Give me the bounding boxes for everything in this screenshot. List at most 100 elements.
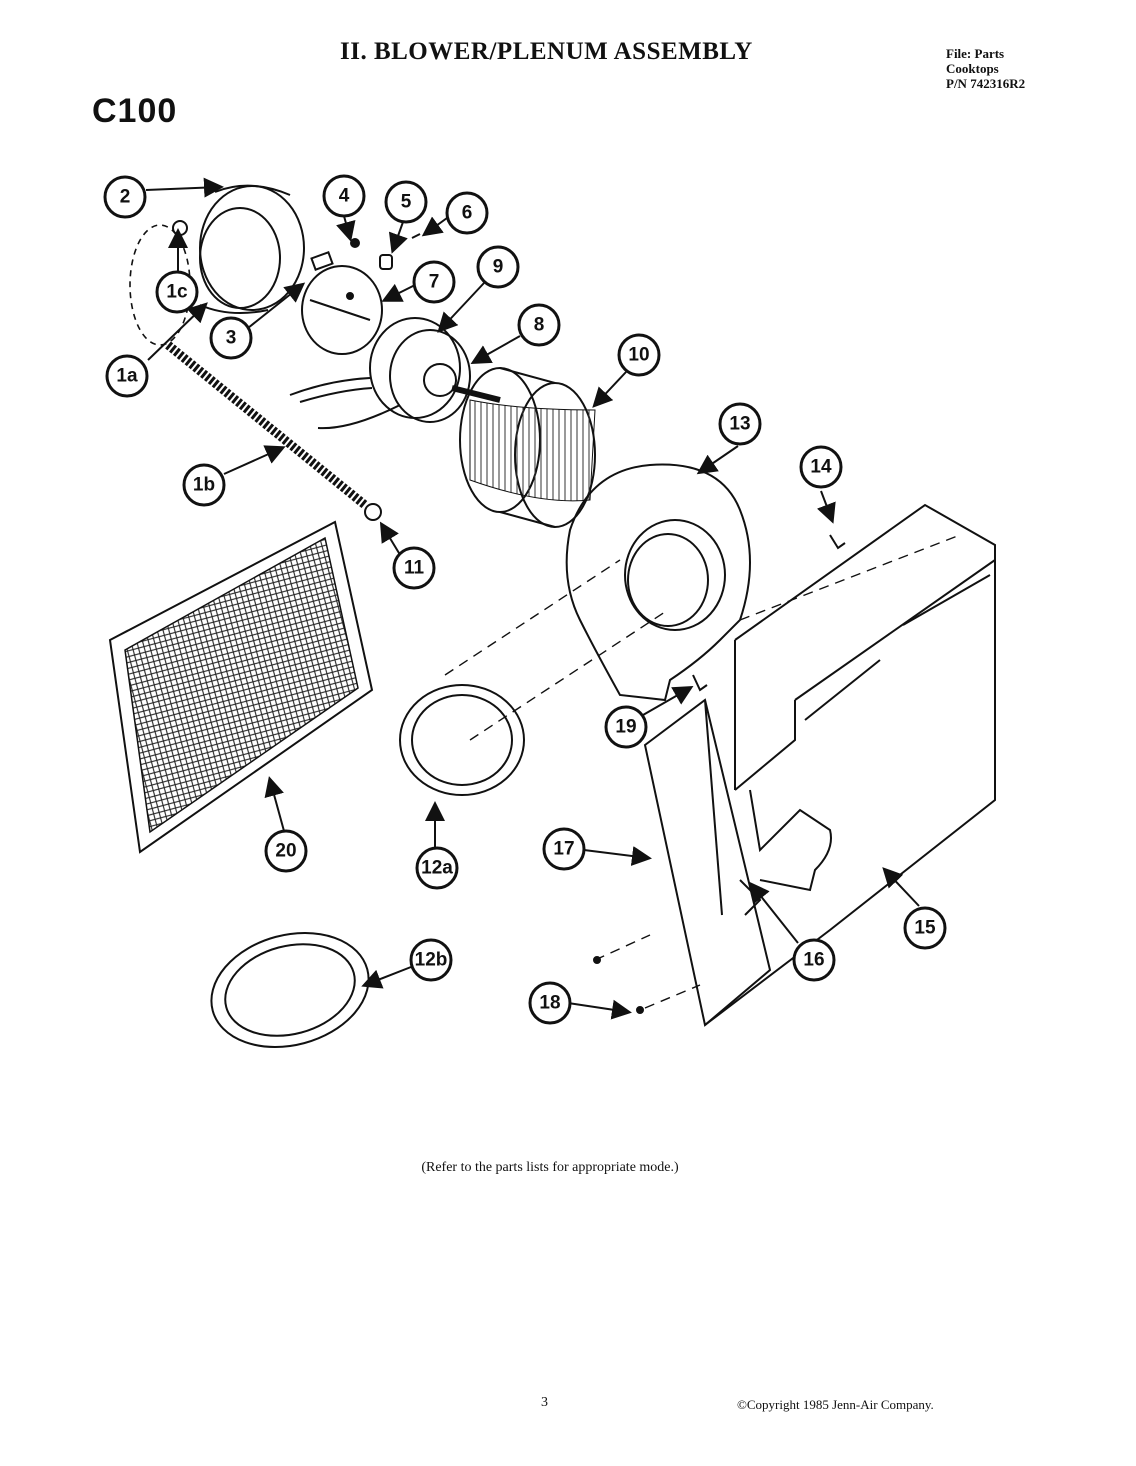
blower-ring-part [199,184,305,314]
callout-circle [517,303,561,347]
callout-circle [528,981,572,1025]
callout-label: 7 [429,272,440,293]
callout-circle [799,445,843,489]
callout-circle [264,829,308,873]
callout-1b: 1b [182,463,226,507]
clip-19-part [692,674,708,692]
blower-wheel-part [459,367,596,528]
callout-13: 13 [718,402,762,446]
callout-2: 2 [103,175,147,219]
copyright-text: ©Copyright 1985 Jenn-Air Company. [737,1397,934,1412]
callout-label: 11 [404,558,425,579]
nut-part [364,503,382,521]
clip-14-part [829,534,846,550]
callout-circle [903,906,947,950]
callout-19: 19 [604,705,648,749]
screw-part [593,956,601,964]
file-info-line: P/N 742316R2 [946,76,1026,91]
callout-label: 9 [493,257,504,278]
callout-circle [103,175,147,219]
callout-circle [105,354,149,398]
callout-circle [412,260,456,304]
callout-label: 2 [120,187,131,208]
callout-bubbles: 2 1c 1a 3 4 5 6 7 9 8 10 1b 11 13 14 20 12a 19 17 15 16 12b 18 [103,174,947,1025]
callout-11: 11 [392,546,436,590]
callout-17: 17 [542,827,586,871]
file-info-line: Cooktops [946,61,999,76]
callout-label: 1b [193,475,215,496]
callout-label: 13 [729,414,750,435]
callout-6: 6 [445,191,489,235]
coil-part [165,341,368,509]
callout-16: 16 [792,938,836,982]
callout-label: 5 [401,192,412,213]
model-number: C100 [92,92,178,130]
callout-circle [617,333,661,377]
callout-label: 20 [275,841,296,862]
callout-label: 19 [615,717,636,738]
page-number: 3 [541,1395,548,1410]
callout-circle [392,546,436,590]
callout-circle [604,705,648,749]
filter-part [108,520,374,854]
alignment-lines [444,534,961,1009]
callout-label: 6 [462,203,473,224]
callout-circle [155,270,199,314]
callout-label: 15 [914,918,936,939]
motor-part [289,317,501,430]
callout-label: 14 [810,457,832,478]
page-title: II. BLOWER/PLENUM ASSEMBLY [340,38,753,65]
callout-9: 9 [476,245,520,289]
callout-circle [322,174,366,218]
callout-circle [182,463,226,507]
callout-14: 14 [799,445,843,489]
callout-20: 20 [264,829,308,873]
callout-12b: 12b [409,938,453,982]
motor-plate-part [301,265,383,355]
callout-4: 4 [322,174,366,218]
callout-label: 4 [339,186,350,207]
callout-1a: 1a [105,354,149,398]
callout-circle [445,191,489,235]
plate-part [643,698,772,1027]
callout-18: 18 [528,981,572,1025]
file-info-line: File: Parts [946,46,1005,61]
callout-1c: 1c [155,270,199,314]
callout-circle [718,402,762,446]
callout-circle [209,316,253,360]
callout-label: 8 [534,315,545,336]
file-info: File: Parts Cooktops P/N 742316R2 [946,46,1025,91]
callout-label: 18 [539,993,560,1014]
clip-part [172,220,188,236]
footer-note: (Refer to the parts lists for appropriat… [421,1160,679,1175]
callout-circle [415,846,459,890]
callout-circle [792,938,836,982]
callout-label: 12b [415,950,448,971]
callout-15: 15 [903,906,947,950]
callout-10: 10 [617,333,661,377]
callout-label: 10 [628,345,649,366]
callout-label: 16 [803,950,824,971]
callout-label: 1a [116,366,138,387]
ring-12a-part [399,684,525,796]
callout-circle [476,245,520,289]
callout-5: 5 [384,180,428,224]
callout-7: 7 [412,260,456,304]
hardware-parts [310,233,421,271]
callout-circle [409,938,453,982]
callout-label: 1c [166,282,188,303]
screw-part [636,1006,644,1014]
leader-lines [145,177,920,1020]
callout-circle [384,180,428,224]
callout-label: 12a [421,858,453,879]
callout-label: 17 [553,839,574,860]
callout-12a: 12a [415,846,459,890]
callout-label: 3 [226,328,237,349]
callout-8: 8 [517,303,561,347]
callout-3: 3 [209,316,253,360]
ring-12b-part [210,931,370,1049]
callout-circle [542,827,586,871]
scroll-housing-part [565,463,751,702]
part-drawings [108,184,996,1049]
